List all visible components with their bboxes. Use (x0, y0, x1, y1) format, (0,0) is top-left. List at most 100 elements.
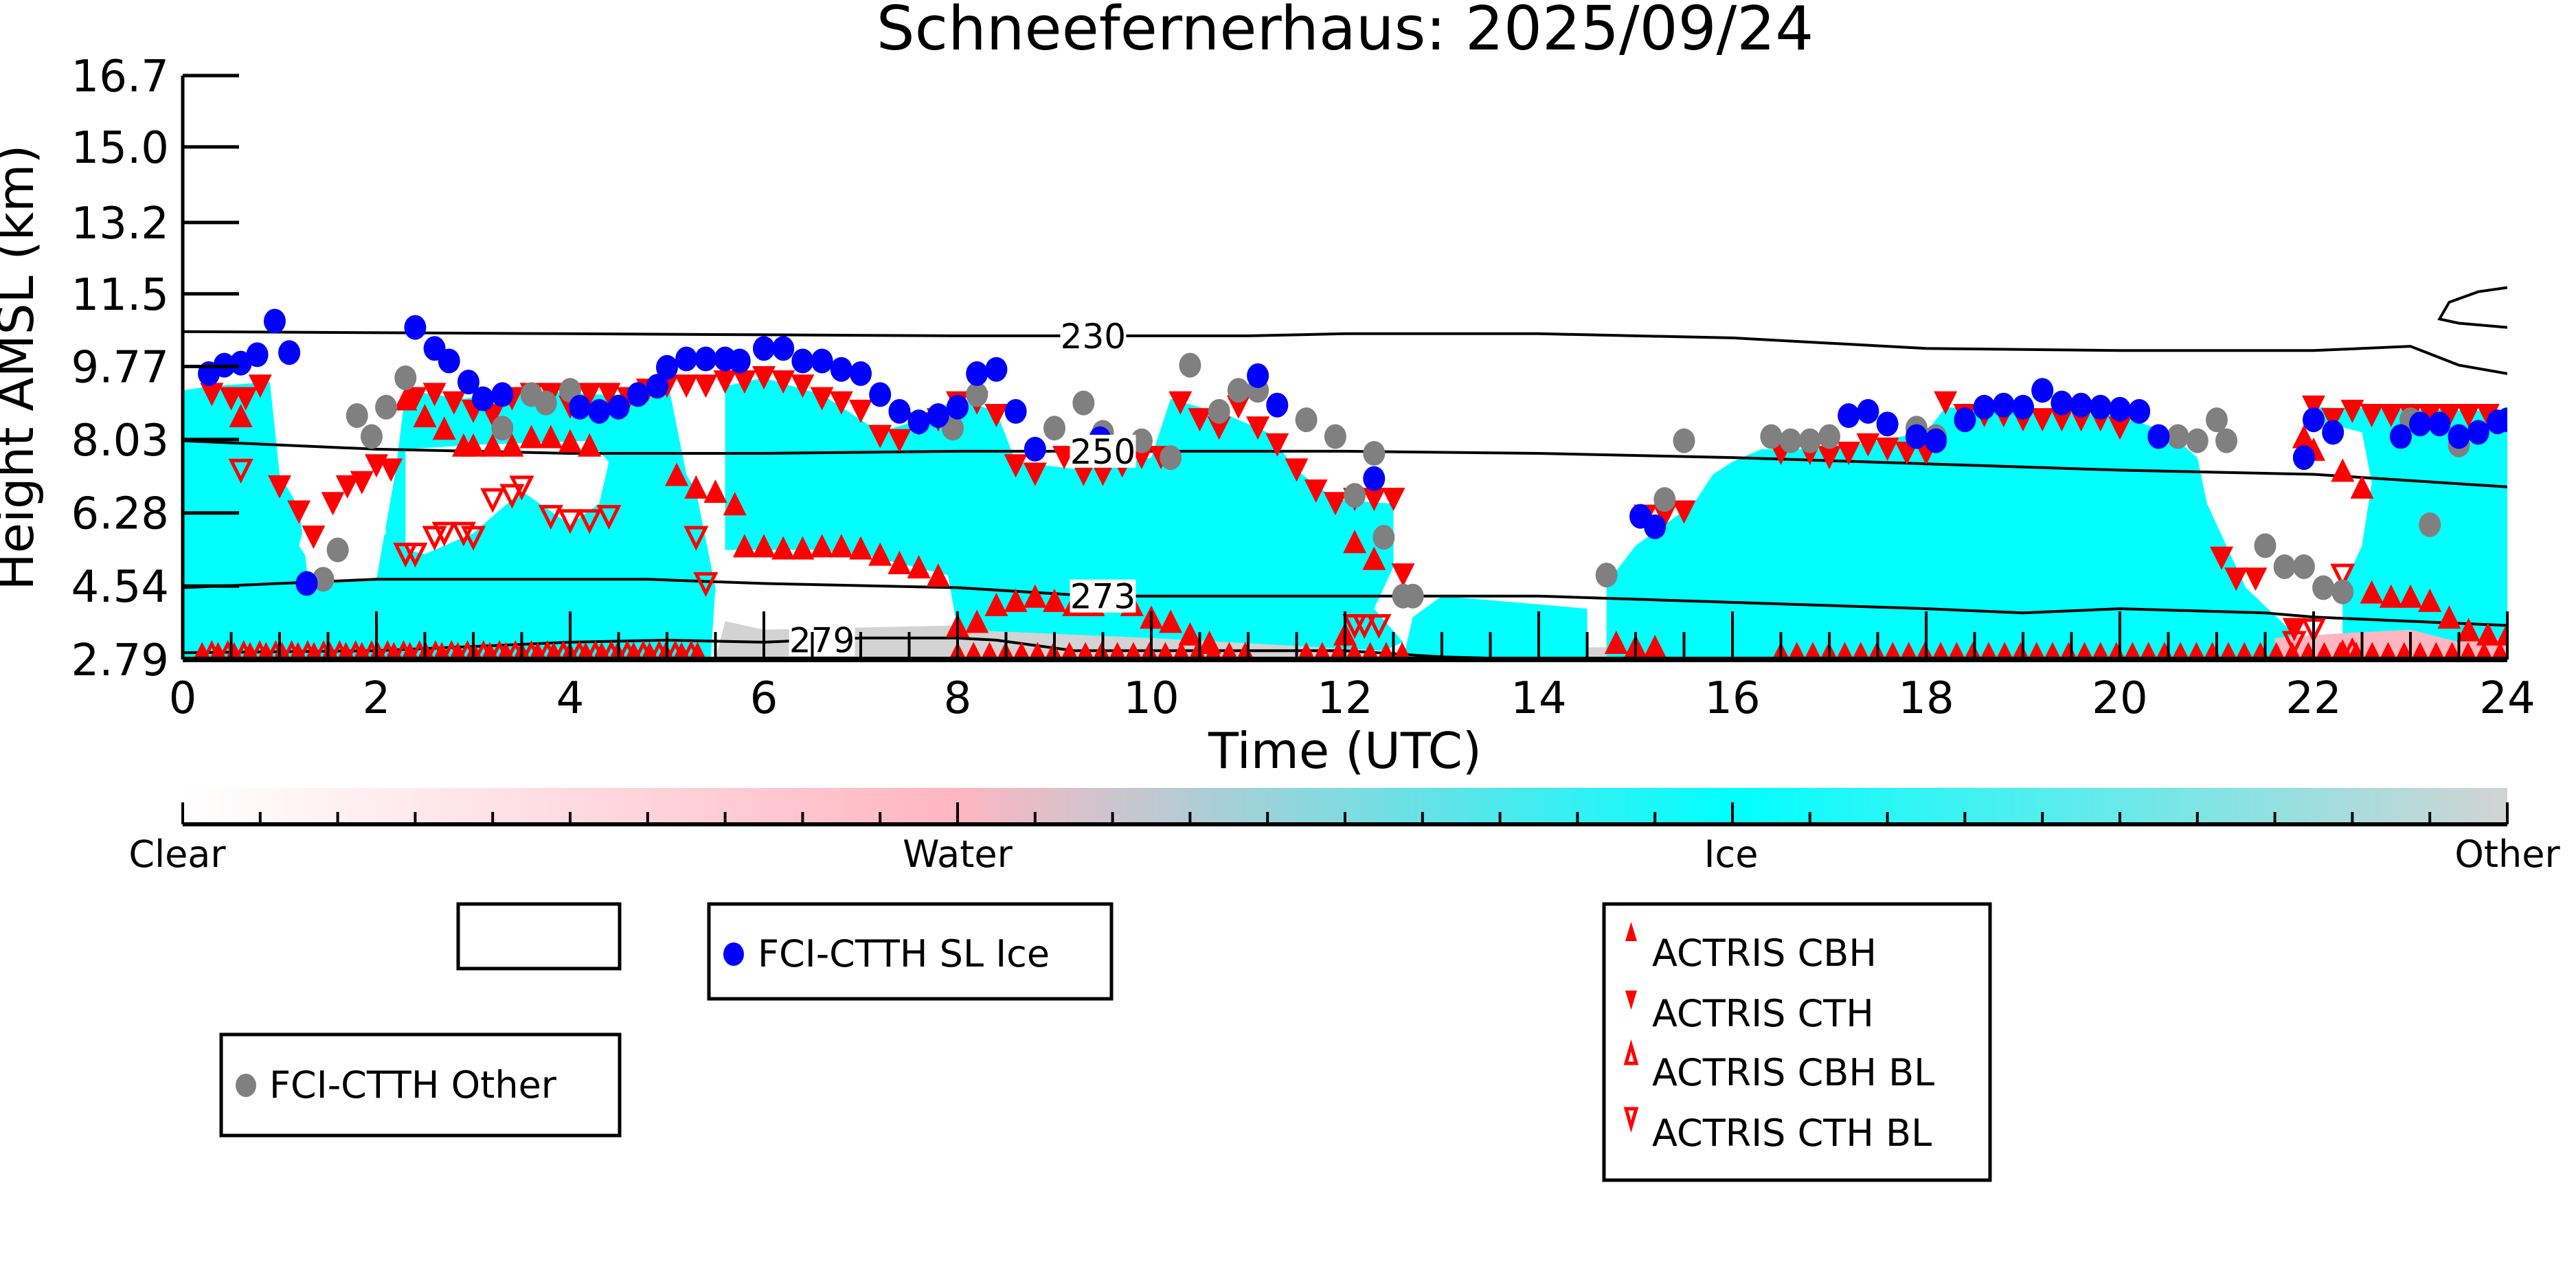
data-point-circle (1247, 363, 1269, 388)
data-point-triangle-up (1092, 642, 1111, 659)
data-point-triangle-up (980, 642, 999, 659)
data-point-triangle-down (1323, 492, 1347, 516)
data-point-circle (1208, 398, 1230, 424)
empty-legend-box (456, 902, 622, 971)
data-point-circle (2467, 420, 2489, 445)
data-point-triangle-down (2360, 403, 2384, 427)
data-point-triangle-up (1963, 642, 1982, 659)
data-point-triangle-down (379, 458, 403, 482)
data-point-triangle-up (385, 642, 403, 659)
data-point-triangle-up (289, 642, 307, 659)
data-point-circle (2496, 407, 2507, 433)
data-point-circle (2389, 424, 2412, 449)
data-point-circle (2215, 428, 2238, 453)
data-point-triangle-down (1207, 416, 1231, 440)
data-point-triangle-down (268, 475, 291, 499)
data-point-triangle-down (2224, 567, 2248, 591)
data-point-triangle-down (350, 471, 374, 495)
contour-label: 250 (1070, 432, 1136, 472)
legend-label-other: FCI-CTTH Other (269, 1063, 557, 1107)
data-point-circle (295, 571, 318, 596)
data-point-circle (1644, 514, 1667, 539)
data-point-circle (772, 336, 795, 361)
data-point-triangle-up (2496, 622, 2507, 646)
filled-triangle-down-icon (1625, 991, 1637, 1010)
data-point-triangle-down (234, 387, 258, 411)
data-point-triangle-up (2363, 642, 2382, 659)
data-point-triangle-down (1246, 416, 1270, 440)
data-point-triangle-down-open (460, 526, 486, 551)
data-point-circle (907, 409, 930, 435)
data-point-triangle-up (926, 563, 950, 587)
data-point-triangle-down (2340, 399, 2364, 423)
open-triangle-up-icon (1623, 1039, 1639, 1065)
data-point-circle (2070, 392, 2092, 418)
data-point-triangle-down (868, 425, 892, 449)
data-point-triangle-down (442, 391, 466, 415)
data-point-circle (2206, 407, 2228, 433)
data-point-triangle-up (432, 416, 456, 440)
data-point-circle (1973, 394, 1996, 420)
ice-region (2314, 407, 2507, 659)
data-point-circle (1798, 428, 1821, 453)
data-point-triangle-up (1932, 642, 1950, 659)
data-point-triangle-up (665, 462, 689, 486)
data-point-triangle-down (578, 383, 602, 407)
data-point-circle (2292, 554, 2315, 579)
data-point-circle (229, 350, 252, 376)
colorbar-label-ice: Ice (1704, 833, 1759, 876)
data-point-circle (263, 308, 286, 334)
data-point-triangle-up (545, 642, 563, 659)
data-point-triangle-up (1188, 642, 1206, 659)
contour-line-273 (183, 578, 2507, 627)
data-point-circle (438, 348, 460, 374)
data-point-circle (360, 424, 383, 449)
data-point-triangle-up (810, 534, 834, 558)
data-point-triangle-up (2235, 642, 2253, 659)
data-point-circle (1363, 466, 1386, 491)
data-point-triangle-up (1899, 642, 1918, 659)
data-point-triangle-down (2244, 567, 2268, 591)
data-point-circle (2186, 428, 2208, 453)
data-point-circle (1266, 392, 1289, 418)
data-point-triangle-up (519, 425, 543, 449)
data-point-triangle-up (1004, 588, 1028, 612)
data-point-circle (811, 348, 833, 374)
data-point-triangle-down (2302, 395, 2325, 419)
contour-line-230 (183, 330, 2507, 375)
data-point-triangle-up (1028, 642, 1047, 659)
data-point-triangle-down (422, 383, 447, 407)
data-point-triangle-down (1091, 462, 1115, 486)
data-point-triangle-up (1159, 609, 1183, 633)
data-point-circle (985, 357, 1008, 382)
data-point-circle (1401, 583, 1424, 609)
y-tick-label: 8.03 (71, 416, 170, 466)
data-point-circle (2312, 575, 2335, 600)
data-point-triangle-down (849, 399, 872, 423)
data-point-triangle-up (1313, 642, 1331, 659)
data-point-triangle-down (1362, 488, 1386, 512)
data-point-triangle-down (1072, 462, 1096, 486)
data-point-triangle-up (2360, 580, 2384, 604)
data-point-triangle-down-open (538, 505, 563, 530)
data-point-triangle-down (321, 492, 345, 516)
data-point-circle (2409, 411, 2432, 437)
data-point-triangle-down (694, 374, 718, 398)
x-tick-label: 10 (1123, 673, 1179, 724)
contour-line-250 (183, 439, 2507, 488)
data-point-triangle-up (2379, 584, 2403, 608)
data-point-triangle-up (888, 550, 912, 574)
data-point-triangle-up (1329, 642, 1347, 659)
data-point-triangle-up (791, 536, 815, 560)
data-point-circle (2167, 424, 2189, 449)
data-point-circle (1595, 563, 1618, 588)
data-point-triangle-up (907, 554, 931, 578)
data-point-triangle-down-open (403, 543, 428, 568)
data-point-triangle-up (578, 433, 602, 457)
data-point-triangle-down (771, 370, 795, 394)
data-point-triangle-up (624, 642, 643, 659)
data-point-circle (312, 567, 335, 592)
data-point-triangle-down (752, 365, 776, 389)
data-point-triangle-up (1236, 642, 1254, 659)
